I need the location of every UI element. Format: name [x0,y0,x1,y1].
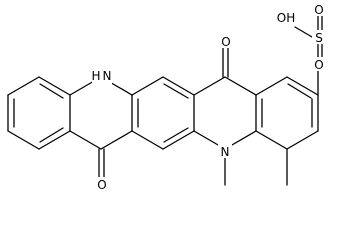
amine-nitrogen-label: N [103,69,112,83]
structure-canvas: OH O S O O O H N N [7,2,326,192]
ketone-oxygen-bottom: O [97,178,106,192]
hydroxyl-label: OH [277,11,295,25]
sulfonyl-oxygen-lower: O [314,58,323,72]
sulfur-label: S [315,31,323,45]
ketone-oxygen-top: O [221,35,230,49]
molecule-diagram: OH O S O O O H N N [7,2,326,192]
bonds [7,13,323,186]
methyl-nitrogen-label: N [221,145,230,159]
sulfonyl-oxygen-upper: O [314,3,323,17]
amine-hydrogen-label: H [91,69,100,83]
atom-labels: OH O S O O O H N N [91,2,326,192]
